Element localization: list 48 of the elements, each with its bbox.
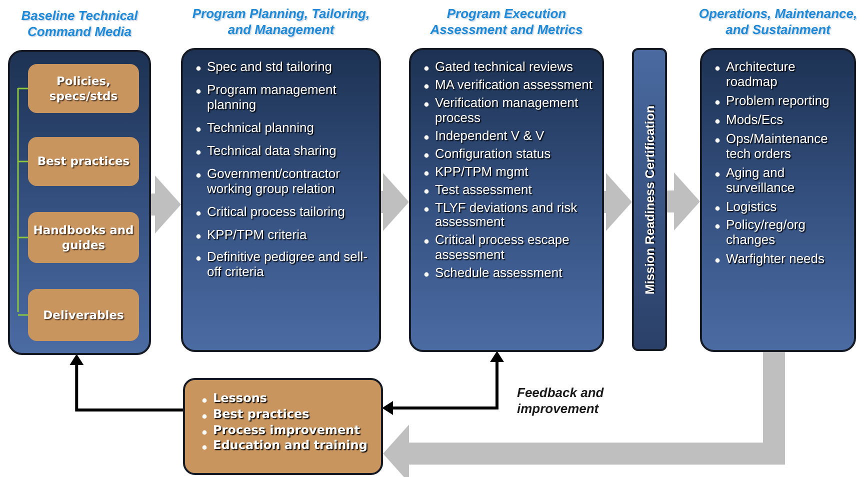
category-box: Best practices (28, 137, 139, 186)
bullet-item: Test assessment (435, 182, 533, 198)
bullet-item: KPP/TPM mgmt (435, 164, 530, 180)
stage-heading: Program Execution Assessment and Metrics (429, 6, 584, 38)
bullet-item: Policy/reg/org changes (726, 218, 806, 248)
flow-arrow (151, 176, 181, 234)
bullet-item: Government/contractor working group relation (207, 166, 341, 197)
bullet-item: Mods/Ecs (726, 112, 784, 128)
feedback-box (183, 378, 383, 475)
category-box: Policies, specs/stds (28, 64, 139, 113)
bullet-item: Configuration status (435, 146, 552, 162)
bullet-item: Verification management process (435, 96, 580, 126)
bullet-item: Critical process tailoring (207, 204, 346, 220)
bullet-item: Definitive pedigree and sell-off criteria (207, 250, 368, 280)
bullet-item: Program management planning (207, 82, 338, 113)
category-box: Deliverables (28, 289, 139, 341)
stage-heading: Program Planning, Tailoring, and Management (191, 6, 371, 38)
bullet-item: Architecture roadmap (726, 60, 796, 90)
bullet-item: TLYF deviations and risk assessment (435, 200, 578, 230)
bullet-item: Spec and std tailoring (207, 60, 334, 75)
feedback-arrow (382, 351, 504, 415)
bullet-item: Technical data sharing (207, 144, 338, 159)
flow-arrow (604, 173, 632, 231)
bullet-item: MA verification assessment (435, 78, 594, 93)
bullet-item: Aging and surveillance (726, 166, 796, 196)
bullet-item: Lessons (213, 392, 268, 406)
bullet-item: Independent V & V (435, 128, 546, 144)
stage-heading: Baseline Technical Command Media (20, 8, 139, 40)
flow-arrow (667, 172, 700, 230)
bullet-item: Process improvement (213, 424, 361, 438)
bullet-item: Logistics (726, 200, 778, 214)
bullet-item: Critical process escape assessment (435, 233, 570, 264)
feedback-arrow (70, 354, 183, 412)
bullet-item: Schedule assessment (435, 266, 564, 282)
bullet-item: Best practices (213, 408, 310, 422)
bullet-item: Technical planning (207, 120, 315, 136)
bullet-item: Education and training (213, 439, 368, 454)
bullet-item: Gated technical reviews (435, 60, 574, 75)
bullet-item: Warfighter needs (726, 252, 826, 268)
flow-arrow (383, 352, 785, 477)
bar-label: Mission Readiness Certification (642, 105, 656, 294)
category-box: Handbooks and guides (28, 212, 139, 263)
bullet-item: Ops/Maintenance tech orders (726, 132, 829, 162)
bullet-item: Problem reporting (726, 94, 830, 109)
certification-bar (632, 48, 667, 351)
bullet-item: KPP/TPM criteria (207, 228, 308, 242)
stage-heading: Operations, Maintenance, and Sustainment (698, 6, 858, 38)
flow-arrow (381, 173, 409, 231)
